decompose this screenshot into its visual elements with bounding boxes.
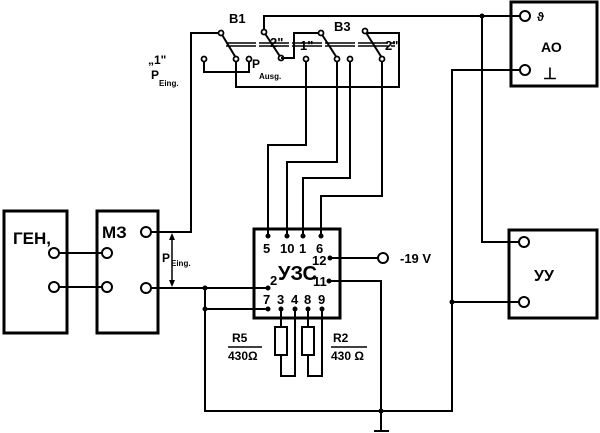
mz-label: МЗ bbox=[102, 223, 127, 242]
ao-signal-label: ϑ bbox=[537, 10, 544, 24]
ground-bus bbox=[204, 69, 520, 412]
p-eing-arrow: P Eing. bbox=[162, 233, 191, 287]
pin-3-label: 3 bbox=[277, 292, 284, 307]
pin-4-label: 4 bbox=[291, 292, 299, 307]
wire-to-pin10 bbox=[286, 62, 338, 236]
ao-block: ϑ АО ⊥ bbox=[509, 0, 599, 88]
generator-terminal-1 bbox=[48, 247, 60, 259]
pin-9-label: 9 bbox=[318, 292, 325, 307]
p-eing-sub: Eing. bbox=[171, 259, 191, 268]
r2-name: R2 bbox=[333, 331, 349, 345]
mz-in-terminal-2 bbox=[101, 281, 113, 293]
wire-mz-to-b1 bbox=[151, 32, 220, 233]
uzs-label: УЗС bbox=[278, 263, 317, 285]
uu-terminal-2 bbox=[518, 296, 530, 308]
ao-signal-terminal bbox=[519, 10, 531, 22]
switch-b3-pos2-label: 2" bbox=[385, 38, 398, 53]
wire-pin11-ground bbox=[329, 280, 382, 430]
mz-in-terminal-1 bbox=[101, 247, 113, 259]
switch-b1-label: B1 bbox=[229, 11, 246, 26]
p-eing-top-label: P bbox=[151, 68, 159, 82]
pin-11-label: 11 bbox=[313, 274, 327, 289]
pin-1-label: 1 bbox=[299, 241, 306, 256]
wire-to-pin1 bbox=[302, 62, 351, 236]
generator-terminal-2 bbox=[48, 281, 60, 293]
switch-b3-pos1-label: 1" bbox=[300, 38, 313, 53]
wire-to-pin5 bbox=[267, 62, 307, 236]
switch-b3: B3 1" 2" bbox=[300, 19, 398, 63]
p-eing-label: P bbox=[162, 251, 170, 265]
r5-value: 430Ω bbox=[228, 349, 258, 363]
pin-10-label: 10 bbox=[280, 241, 294, 256]
mz-out-terminal-1 bbox=[140, 226, 152, 238]
p-ausg-sub: Ausg. bbox=[259, 72, 281, 81]
pin-7-label: 7 bbox=[263, 292, 270, 307]
resistor-r2: R2 430 Ω bbox=[301, 309, 367, 377]
wire-to-ao-signal bbox=[263, 15, 520, 30]
pin-8-label: 8 bbox=[304, 292, 311, 307]
pin-5-label: 5 bbox=[263, 241, 270, 256]
r5-name: R5 bbox=[232, 331, 248, 345]
uzs-block: 5 10 1 6 12 УЗС 2 11 7 3 4 8 9 bbox=[252, 227, 342, 320]
pin-2-label: 2 bbox=[270, 273, 277, 288]
wire-to-uu-top bbox=[481, 16, 520, 243]
mz-out-terminal-2 bbox=[140, 282, 152, 294]
wire-b1-to-b3 bbox=[235, 32, 400, 88]
pin-6-label: 6 bbox=[316, 241, 323, 256]
wire-to-pin6 bbox=[320, 62, 383, 236]
gen-mz-wires bbox=[59, 252, 102, 288]
ao-ground-label: ⊥ bbox=[543, 66, 557, 83]
supply-terminal bbox=[377, 252, 389, 264]
switch-position-1-label: „1" bbox=[148, 53, 166, 67]
uu-terminal-1 bbox=[518, 236, 530, 248]
resistor-r5: R5 430Ω bbox=[228, 309, 296, 377]
generator-label: ГЕН, bbox=[13, 229, 51, 248]
uu-block: УУ bbox=[507, 228, 599, 320]
generator-block: ГЕН, bbox=[2, 209, 69, 335]
p-eing-top-sub: Eing. bbox=[159, 79, 179, 88]
uu-label: УУ bbox=[534, 268, 555, 285]
p-ausg-label: P bbox=[252, 57, 260, 71]
mechanical-coupling bbox=[226, 42, 395, 47]
r2-value: 430 Ω bbox=[331, 349, 364, 363]
ao-label: АО bbox=[541, 39, 562, 55]
supply-label: -19 V bbox=[400, 251, 431, 266]
pin-12-label: 12 bbox=[312, 253, 326, 268]
switch-b3-label: B3 bbox=[334, 19, 351, 34]
wire-b1-loop bbox=[203, 62, 250, 73]
ao-ground-terminal bbox=[519, 64, 531, 76]
mz-block: МЗ bbox=[95, 209, 160, 335]
